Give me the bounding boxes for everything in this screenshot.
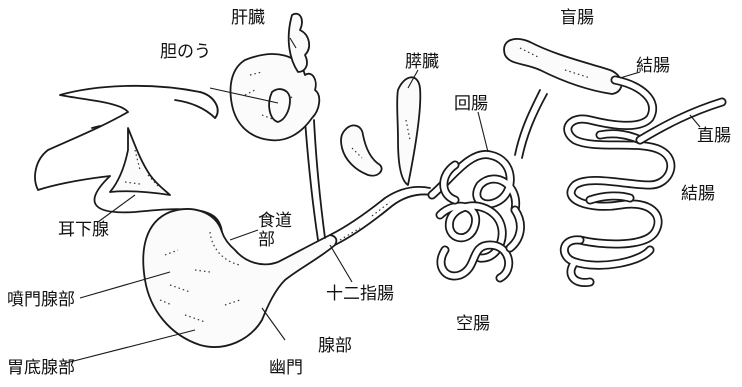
ileum-tube xyxy=(515,90,540,155)
label-pyloric-gland-region: 腺部 xyxy=(318,338,352,355)
label-pancreas: 膵臓 xyxy=(405,54,439,71)
pancreas-shape xyxy=(341,125,382,175)
cecum-shape xyxy=(504,39,621,94)
stomach-shape xyxy=(143,209,336,347)
label-esophageal-region: 食道部 xyxy=(258,212,296,249)
label-ileum: 回腸 xyxy=(454,96,488,113)
parotid-gland-shape xyxy=(110,128,170,195)
label-jejunum: 空腸 xyxy=(456,316,490,333)
label-pylorus: 幽門 xyxy=(269,360,303,377)
leader-pylorus xyxy=(262,308,285,340)
label-fundic-gland-region: 胃底腺部 xyxy=(7,360,75,377)
jejunum-coils xyxy=(432,154,520,278)
label-colon-upper: 結腸 xyxy=(636,58,670,75)
pancreas-lobe xyxy=(397,77,420,185)
label-parotid-gland: 耳下腺 xyxy=(58,222,109,239)
label-colon-lower: 結腸 xyxy=(681,186,715,203)
leader-fundic xyxy=(62,330,195,364)
head-outline xyxy=(35,86,218,213)
bile-duct xyxy=(305,120,318,240)
label-cecum: 盲腸 xyxy=(560,10,594,27)
colon-coils xyxy=(564,80,671,283)
label-rectum: 直腸 xyxy=(697,128,731,145)
leader-esophageal xyxy=(230,230,258,240)
ear-outline xyxy=(175,92,218,118)
label-duodenum: 十二指腸 xyxy=(326,286,394,303)
label-cardiac-gland-region: 噴門腺部 xyxy=(7,292,75,309)
leader-parotid xyxy=(98,195,135,222)
label-gallbladder: 胆のう xyxy=(160,44,211,61)
leader-duodenum xyxy=(330,245,352,282)
leader-ileum xyxy=(478,112,488,152)
duodenum-tube xyxy=(330,187,430,235)
label-liver: 肝臓 xyxy=(231,10,265,27)
